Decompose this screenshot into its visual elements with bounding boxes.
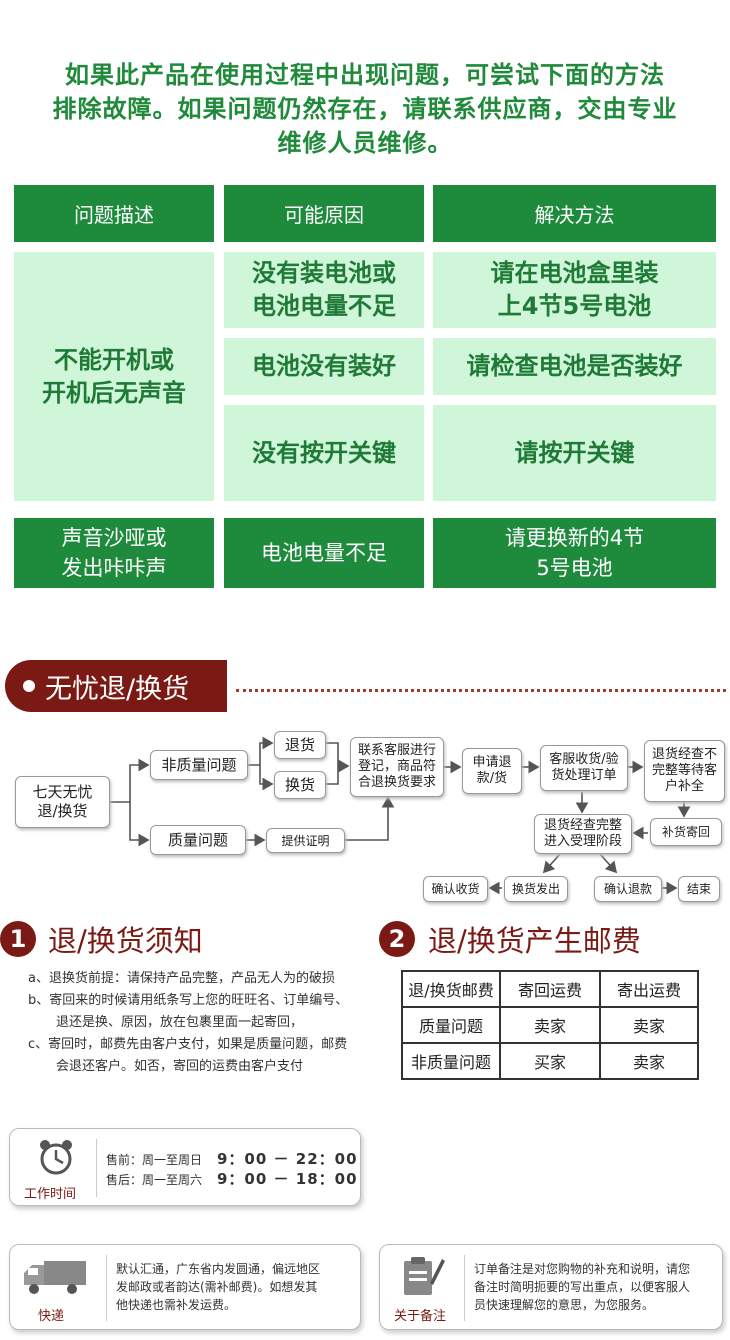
- flow-end: 结束: [678, 876, 720, 902]
- fee-cell: 卖家: [599, 1006, 699, 1044]
- fee-header: 寄出运费: [599, 970, 699, 1008]
- solution-row-1: 请在电池盒里装 上4节5号电池: [433, 252, 716, 328]
- header-problem: 问题描述: [14, 185, 214, 242]
- aftersale-hours: 9：00 － 18：00: [217, 1170, 358, 1188]
- cause-row-2: 电池没有装好: [224, 338, 424, 395]
- fee-cell: 买家: [499, 1042, 601, 1080]
- table-row: 质量问题 卖家 卖家: [401, 1006, 699, 1044]
- remark-card: 关于备注 订单备注是对您购物的补充和说明，请您 备注时简明扼要的写出重点，以便客…: [379, 1244, 723, 1330]
- card-divider: [96, 1139, 97, 1197]
- return-notes: a、退换货前提：请保持产品完整，产品无人为的破损 b、寄回来的时候请用纸条写上您…: [28, 968, 388, 1078]
- notice-line-3: 维修人员维修。: [277, 129, 453, 157]
- note-line: 退还是换、原因，放在包裹里面一起寄回，: [56, 1015, 304, 1030]
- shipping-fee-table: 退/换货邮费 寄回运费 寄出运费 质量问题 卖家 卖家 非质量问题 买家 卖家: [401, 970, 699, 1080]
- note-line: c、寄回时，邮费先由客户支付，如果是质量问题，邮费: [28, 1037, 348, 1052]
- solution-replace-battery: 请更换新的4节 5号电池: [433, 518, 716, 588]
- flow-connectors: [110, 736, 691, 895]
- section-number-1: 1: [0, 921, 36, 957]
- solution-row-2: 请检查电池是否装好: [433, 338, 716, 395]
- flow-confirm-refund: 确认退款: [594, 876, 662, 902]
- header-cause: 可能原因: [224, 185, 424, 242]
- cause-row-3: 没有按开关键: [224, 405, 424, 501]
- problem-hoarse-sound: 声音沙哑或 发出咔咔声: [14, 518, 214, 588]
- notice-line-2: 排除故障。如果问题仍然存在，请联系供应商，交由专业: [52, 95, 678, 123]
- flow-start: 七天无忧 退/换货: [15, 776, 110, 828]
- fee-cell: 非质量问题: [401, 1042, 501, 1080]
- fee-header: 退/换货邮费: [401, 970, 501, 1008]
- remark-line: 员快速理解您的意思，为您服务。: [474, 1298, 655, 1312]
- clipboard-pen-icon: [404, 1257, 445, 1295]
- alarm-clock-icon: [40, 1140, 72, 1175]
- flow-apply-refund: 申请退 款/货: [462, 748, 522, 794]
- flow-resend-goods: 补货寄回: [650, 818, 722, 846]
- flow-ship-exchange: 换货发出: [504, 876, 568, 902]
- notice-title: 退/换货须知: [48, 924, 203, 958]
- card-divider: [106, 1255, 107, 1321]
- intro-notice: 如果此产品在使用过程中出现问题，可尝试下面的方法 排除故障。如果问题仍然存在，请…: [0, 58, 730, 160]
- presale-label: 售前：周一至周日: [106, 1153, 203, 1167]
- presale-hours: 9：00 － 22：00: [217, 1150, 358, 1168]
- flow-accepted: 退货经查完整 进入受理阶段: [534, 814, 632, 854]
- express-text: 默认汇通，广东省内发圆通，偏远地区 发邮政或者韵达(需补邮费)。如想发其 他快递…: [116, 1260, 320, 1314]
- flow-incomplete: 退货经查不 完整等待客 户补全: [644, 740, 725, 802]
- remark-text: 订单备注是对您购物的补充和说明，请您 备注时简明扼要的写出重点，以便客服人 员快…: [474, 1260, 690, 1314]
- delivery-truck-icon: [24, 1261, 86, 1294]
- cause-low-battery: 电池电量不足: [224, 518, 424, 588]
- flow-quality: 质量问题: [150, 825, 246, 855]
- card-divider: [464, 1255, 465, 1321]
- express-line: 他快递也需补发运费。: [116, 1298, 237, 1312]
- table-row: 非质量问题 买家 卖家: [401, 1042, 699, 1080]
- notice-line-1: 如果此产品在使用过程中出现问题，可尝试下面的方法: [65, 61, 665, 89]
- fee-cell: 卖家: [599, 1042, 699, 1080]
- banner-title: 无忧退/换货: [45, 673, 190, 705]
- remark-line: 订单备注是对您购物的补充和说明，请您: [474, 1262, 691, 1276]
- work-time-card: 工作时间 售前：周一至周日 9：00 － 22：00 售后：周一至周六 9：00…: [9, 1128, 361, 1206]
- note-line: b、寄回来的时候请用纸条写上您的旺旺名、订单编号、: [28, 993, 349, 1008]
- fee-title: 退/换货产生邮费: [428, 924, 641, 958]
- flow-proof: 提供证明: [266, 828, 345, 853]
- note-line: a、退换货前提：请保持产品完整，产品无人为的破损: [28, 971, 335, 986]
- section-banner: 无忧退/换货: [5, 660, 227, 712]
- section-number-2: 2: [379, 921, 415, 957]
- bullet-dot: [23, 680, 35, 692]
- problem-no-power: 不能开机或 开机后无声音: [14, 252, 214, 501]
- flow-service-process: 客服收货/验 货处理订单: [540, 745, 628, 791]
- express-line: 发邮政或者韵达(需补邮费)。如想发其: [116, 1280, 318, 1294]
- remark-label: 关于备注: [394, 1309, 447, 1324]
- aftersale-label: 售后：周一至周六: [106, 1173, 203, 1187]
- solution-row-3: 请按开关键: [433, 405, 716, 501]
- dotted-divider: [236, 689, 726, 692]
- flow-contact-service: 联系客服进行 登记，商品符 合退换货要求: [350, 737, 444, 797]
- fee-cell: 卖家: [499, 1006, 601, 1044]
- cause-row-1: 没有装电池或 电池电量不足: [224, 252, 424, 328]
- remark-line: 备注时简明扼要的写出重点，以便客服人: [474, 1280, 691, 1294]
- express-line: 默认汇通，广东省内发圆通，偏远地区: [116, 1262, 321, 1276]
- fee-cell: 质量问题: [401, 1006, 501, 1044]
- flow-confirm-receipt: 确认收货: [423, 876, 488, 902]
- fee-header: 寄回运费: [499, 970, 601, 1008]
- work-time-label: 工作时间: [24, 1187, 77, 1202]
- note-line: 会退还客户。如否，寄回的运费由客户支付: [56, 1059, 304, 1074]
- header-solution: 解决方法: [433, 185, 716, 242]
- flow-return: 退货: [274, 731, 326, 759]
- flow-non-quality: 非质量问题: [150, 750, 248, 780]
- express-label: 快递: [38, 1309, 65, 1324]
- express-card: 快递 默认汇通，广东省内发圆通，偏远地区 发邮政或者韵达(需补邮费)。如想发其 …: [9, 1244, 361, 1330]
- flow-exchange: 换货: [274, 771, 326, 799]
- table-row: 退/换货邮费 寄回运费 寄出运费: [401, 970, 699, 1008]
